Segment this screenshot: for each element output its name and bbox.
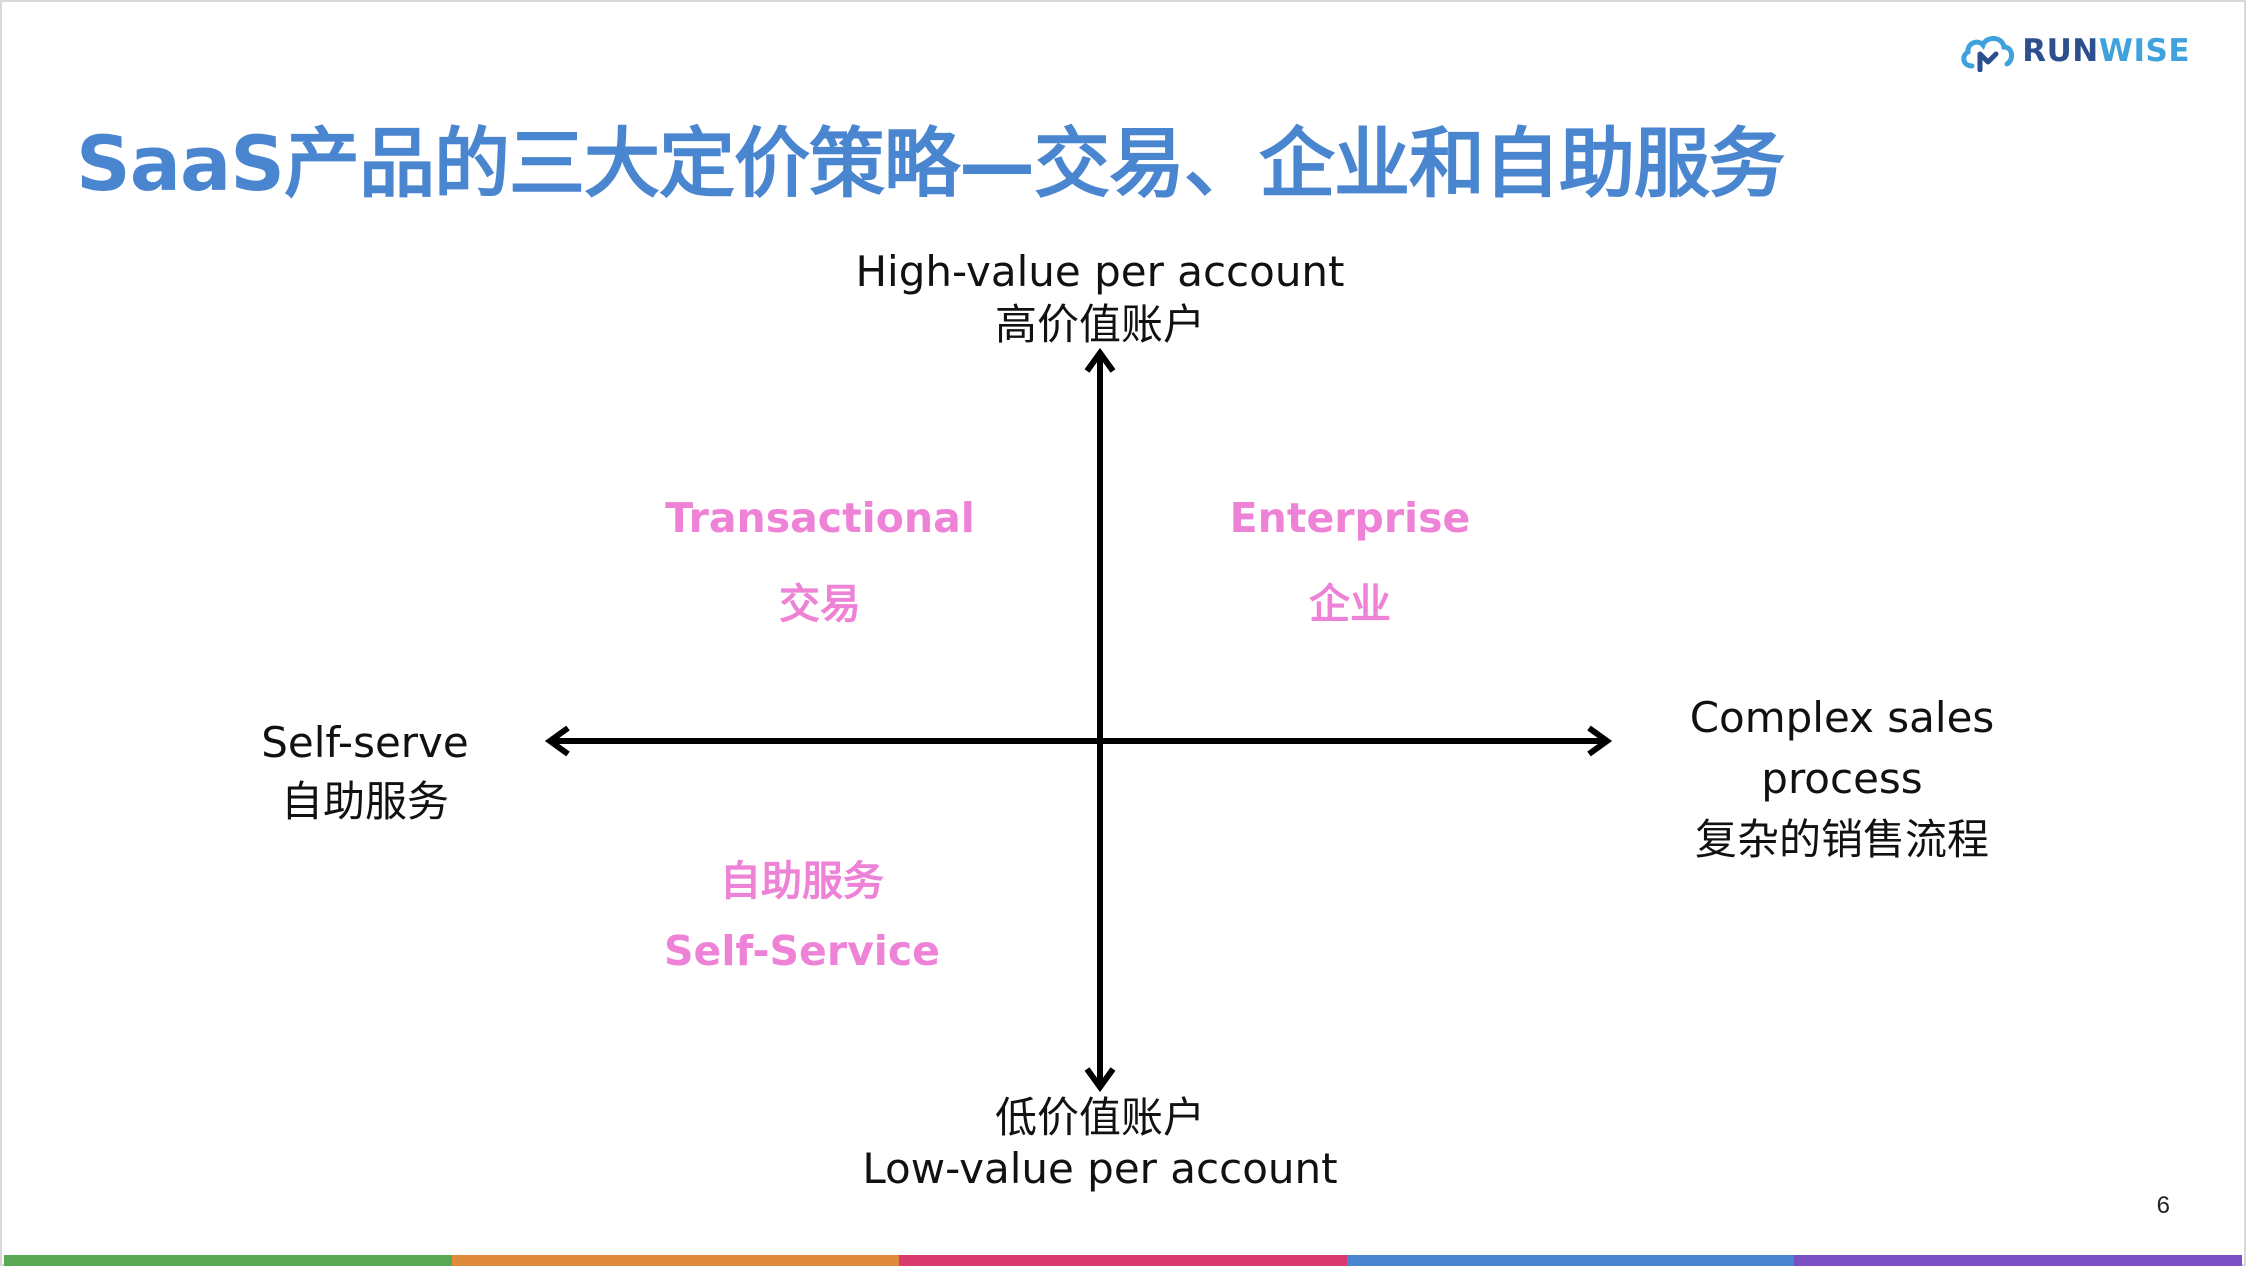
- axis-top-zh: 高价值账户: [994, 299, 1205, 349]
- axis-left-label: Self-serve 自助服务: [235, 714, 495, 832]
- axis-top-label: High-value per account 高价值账户: [850, 246, 1350, 351]
- page-number: 6: [2156, 1192, 2170, 1219]
- bottom-color-bar: [4, 1255, 2242, 1266]
- left-arrowhead: [544, 725, 570, 757]
- bottom-bar-segment-purple: [1794, 1255, 2242, 1266]
- bottom-arrowhead: [1084, 1067, 1116, 1093]
- quadrant-top-right: Enterprise 企业: [1190, 494, 1510, 630]
- quadrant-bottom-left-en: Self-Service: [664, 927, 940, 975]
- top-arrowhead: [1084, 347, 1116, 373]
- axis-right-en-line1: Complex sales: [1689, 693, 1995, 742]
- quadrant-bottom-left-zh: 自助服务: [720, 857, 884, 905]
- quadrant-top-left-zh: 交易: [779, 580, 861, 628]
- cloud-icon: [1961, 36, 2015, 72]
- bottom-bar-segment-blue: [1346, 1255, 1795, 1266]
- quadrant-bottom-left: 自助服务 Self-Service: [642, 847, 962, 975]
- quadrant-top-right-zh: 企业: [1309, 580, 1391, 628]
- axis-right-label: Complex sales process 复杂的销售流程: [1662, 688, 2022, 871]
- bottom-bar-segment-orange: [451, 1255, 900, 1266]
- axis-right-zh: 复杂的销售流程: [1694, 814, 1989, 864]
- axis-right-en-line2: process: [1761, 753, 1923, 803]
- axis-left-en: Self-serve: [261, 718, 469, 767]
- axis-left-zh: 自助服务: [280, 776, 449, 826]
- bottom-bar-segment-pink: [899, 1255, 1347, 1266]
- quadrant-top-left-en: Transactional: [665, 494, 975, 542]
- right-arrowhead: [1587, 725, 1613, 757]
- quadrant-top-left: Transactional 交易: [660, 494, 980, 630]
- axis-top-en: High-value per account: [855, 247, 1345, 296]
- slide-title: SaaS产品的三大定价策略—交易、企业和自助服务: [76, 119, 1785, 208]
- axis-bottom-zh: 低价值账户: [994, 1093, 1205, 1142]
- logo-text-run: RUN: [2022, 33, 2099, 69]
- axis-bottom-label: 低价值账户 Low-value per account: [850, 1092, 1350, 1195]
- bottom-bar-segment-green: [4, 1255, 452, 1266]
- quadrant-top-right-en: Enterprise: [1229, 494, 1471, 542]
- logo-text-wise: WISE: [2098, 33, 2190, 69]
- axis-bottom-en: Low-value per account: [862, 1143, 1338, 1193]
